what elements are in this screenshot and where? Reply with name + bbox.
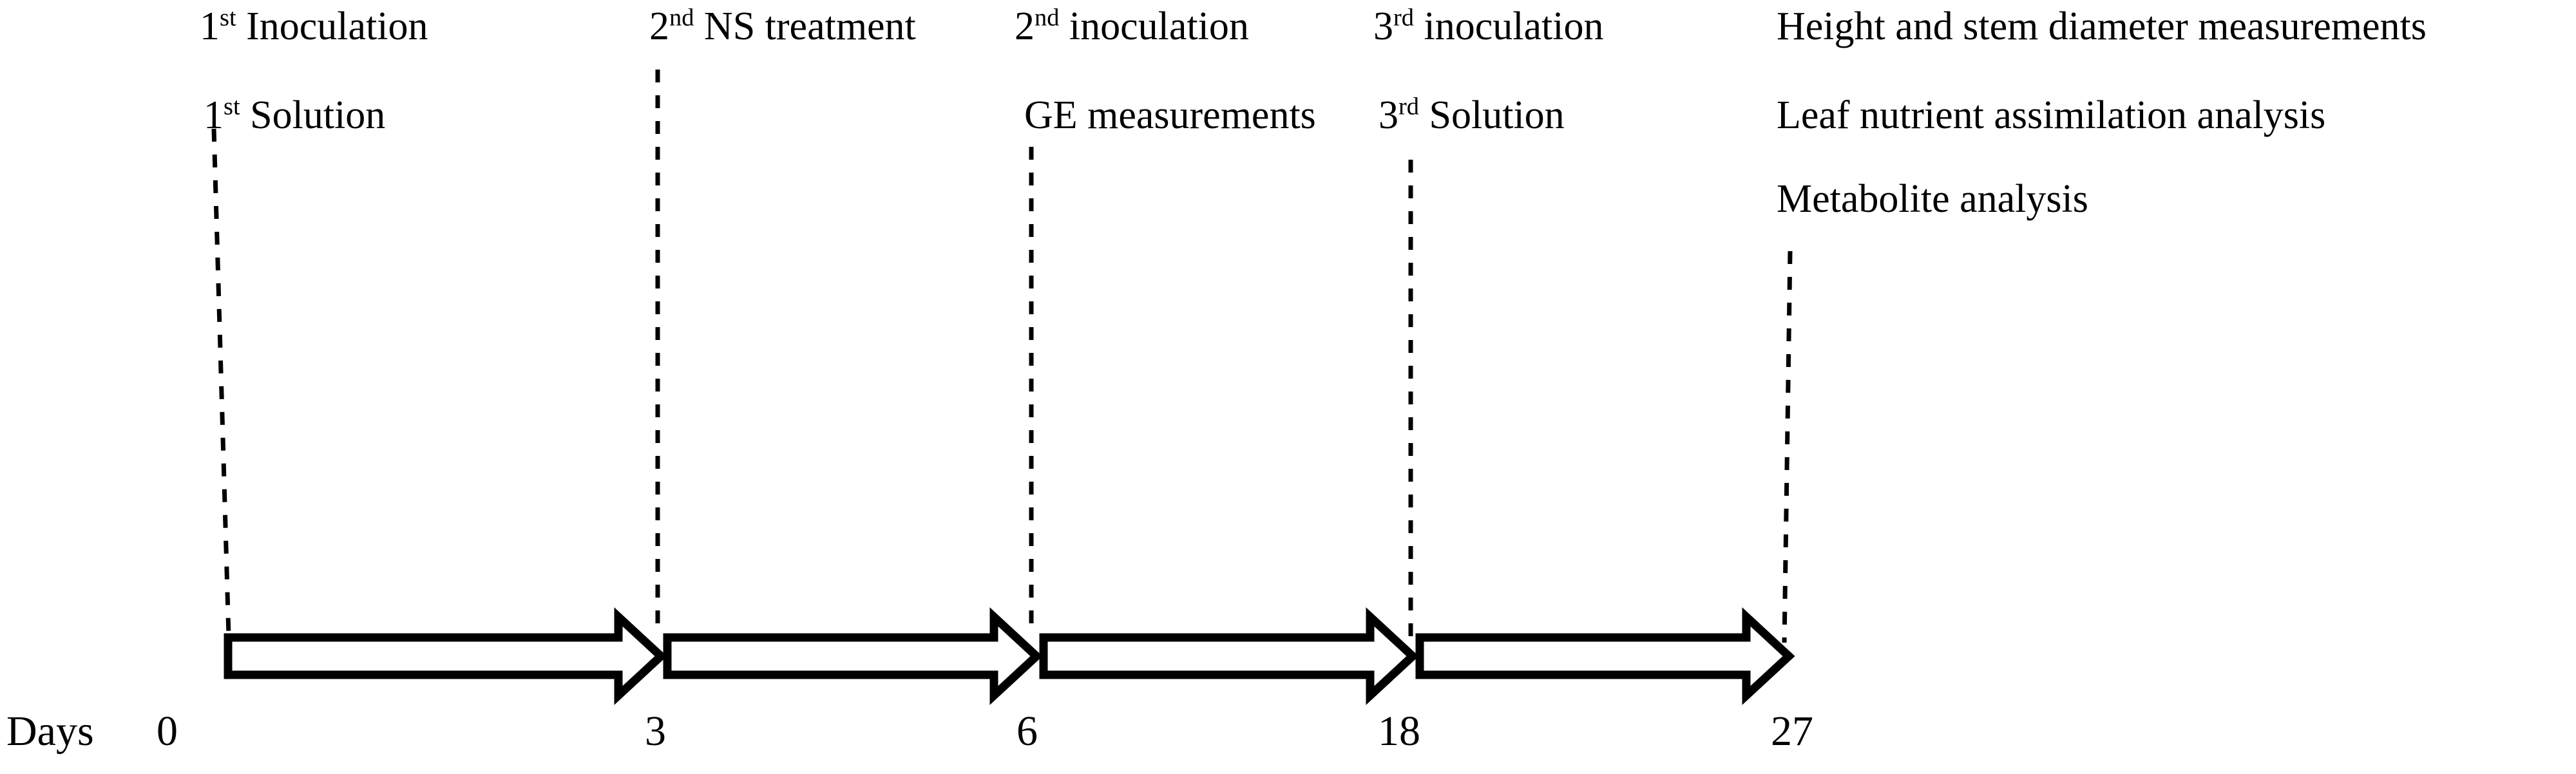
event-label-leaf-nutrient-analysis: Leaf nutrient assimilation analysis [1777,93,2326,137]
ordinal-suffix: nd [669,4,694,32]
event-text: inoculation [1059,5,1249,48]
event-label-1st-solution: 1st Solution [204,93,386,137]
event-text: Solution [240,93,386,137]
ordinal-suffix: rd [1393,4,1415,32]
event-label-3rd-solution: 3rd Solution [1379,93,1565,137]
ordinal-suffix: nd [1035,4,1060,32]
axis-tick-0: 0 [157,708,178,755]
event-text: inoculation [1414,5,1604,48]
ordinal-number: 3 [1373,5,1393,48]
axis-tick-27: 27 [1771,708,1813,755]
ordinal-suffix: st [224,93,240,120]
ordinal-number: 1 [204,93,224,137]
ordinal-number: 3 [1379,93,1398,137]
ordinal-suffix: rd [1398,93,1420,120]
ordinal-number: 2 [649,5,669,48]
timeline-arrow-0-to-3 [224,607,667,705]
event-text: Solution [1419,93,1565,137]
axis-tick-6: 6 [1016,708,1038,755]
ordinal-number: 2 [1015,5,1035,48]
timeline-arrow-6-to-18 [1039,607,1419,705]
axis-tick-3: 3 [645,708,666,755]
ordinal-number: 1 [200,5,220,48]
dashed-connector-day-0 [211,128,231,637]
event-label-2nd-inoculation: 2nd inoculation [1015,4,1249,48]
timeline-arrow-18-to-27 [1415,607,1795,705]
timeline-arrow-3-to-6 [663,607,1043,705]
dashed-connector-day-27 [1782,250,1793,643]
event-label-height-stem-diameter: Height and stem diameter measurements [1777,5,2427,48]
event-text: Inoculation [236,5,428,48]
axis-label-days: Days [6,708,94,755]
ordinal-suffix: st [220,4,236,32]
event-label-metabolite-analysis: Metabolite analysis [1777,177,2088,221]
event-label-1st-inoculation: 1st Inoculation [200,4,428,48]
event-label-3rd-inoculation: 3rd inoculation [1373,4,1604,48]
event-label-2nd-ns-treatment: 2nd NS treatment [649,4,916,48]
axis-tick-18: 18 [1378,708,1420,755]
event-label-ge-measurements: GE measurements [1024,93,1316,137]
event-text: NS treatment [694,5,916,48]
